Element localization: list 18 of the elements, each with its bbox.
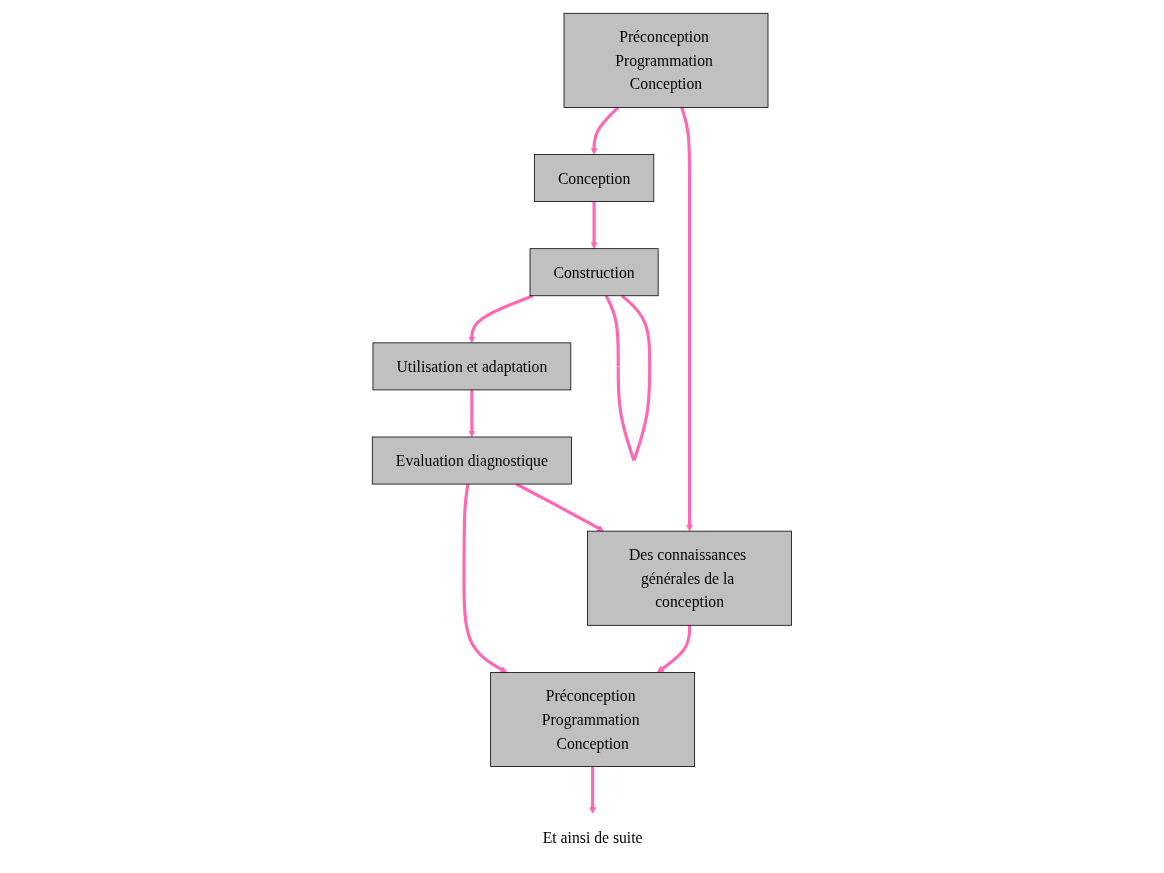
arrow: [657, 624, 692, 673]
arrow: [590, 201, 598, 249]
node-box: Conception: [534, 153, 655, 202]
node-box: Construction: [529, 247, 659, 296]
arrow: [468, 389, 476, 437]
arrow: [468, 293, 534, 343]
arrow: [680, 106, 694, 531]
connector: [604, 294, 652, 461]
arrow: [590, 105, 620, 155]
node-box: Utilisation et adaptation: [372, 341, 572, 390]
arrow: [515, 482, 605, 531]
node-text: Et ainsi de suite: [542, 828, 643, 846]
arrow: [462, 483, 508, 673]
node-box: Des connaissances générales de la conception: [587, 530, 793, 626]
node-box: Préconception Programmation Conception: [490, 671, 696, 767]
arrow: [589, 766, 597, 814]
node-box: Préconception Programmation Conception: [563, 12, 769, 108]
node-box: Evaluation diagnostique: [371, 436, 572, 484]
